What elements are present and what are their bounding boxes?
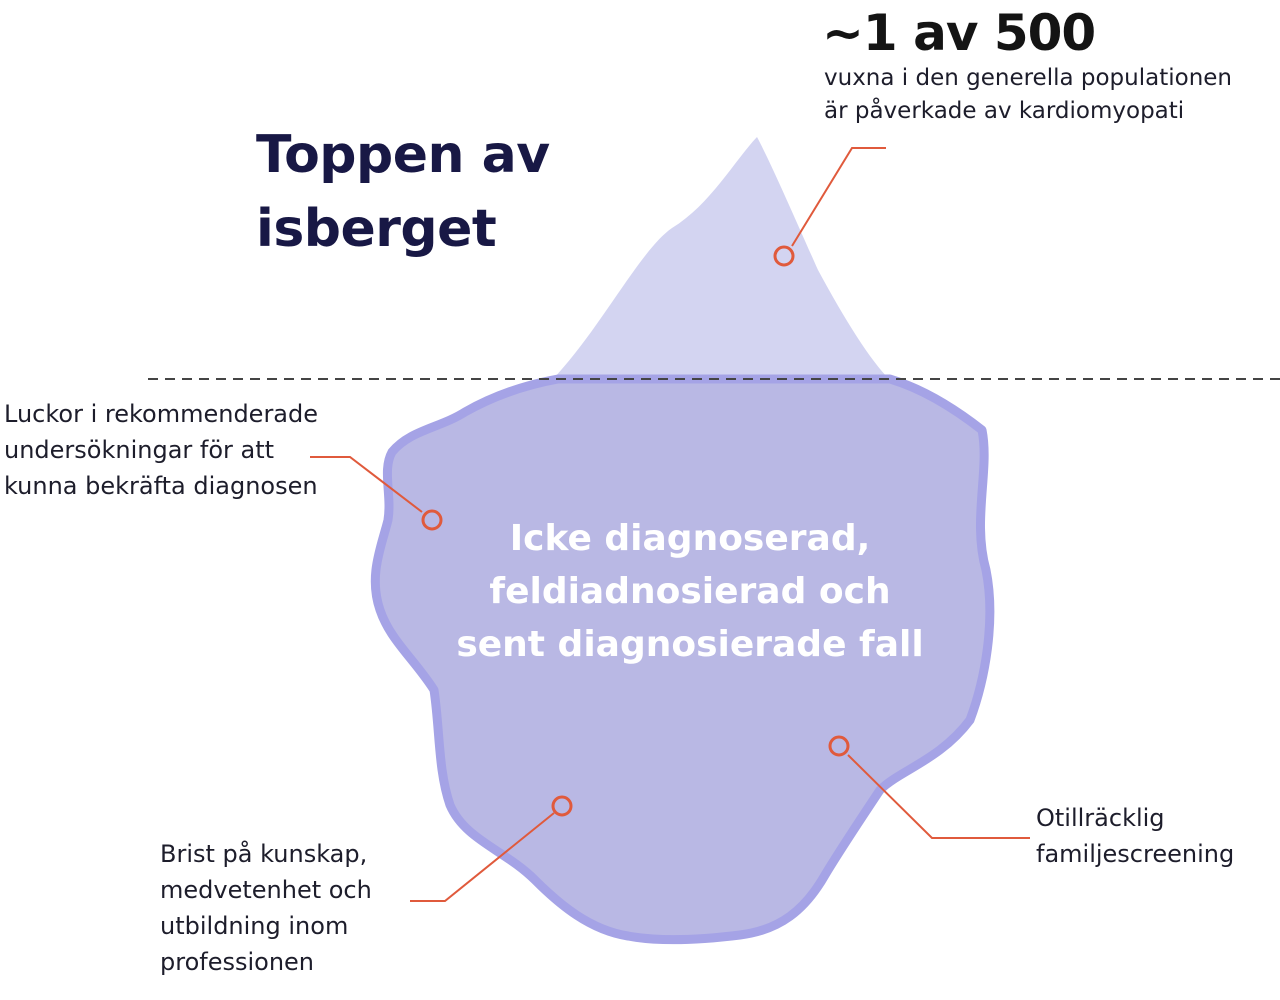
leader-line-knowledge <box>410 812 555 902</box>
title-line-2: isberget <box>256 199 497 259</box>
marker-gaps <box>421 509 443 531</box>
callout-gaps-line-2: undersökningar för att <box>4 436 275 464</box>
marker-screening <box>828 735 850 757</box>
stat-desc-line-1: vuxna i den generella populationen <box>824 65 1233 91</box>
iceberg-underwater-body <box>370 374 995 945</box>
leader-line-screening <box>847 754 1030 839</box>
callout-knowledge-line-2: medvetenhet och <box>160 876 372 904</box>
stat-description: vuxna i den generella populationen är på… <box>824 62 1274 128</box>
leader-line-gaps <box>310 456 423 513</box>
leader-line-stat <box>791 147 886 247</box>
callout-knowledge-line-1: Brist på kunskap, <box>160 840 368 868</box>
iceberg-tip <box>552 137 890 380</box>
callout-family-screening: Otillräcklig familjescreening <box>1036 800 1266 872</box>
underwater-label-line-2: feldiadnosierad och <box>489 571 891 612</box>
callout-screening-line-1: Otillräcklig <box>1036 804 1165 832</box>
underwater-label-line-3: sent diagnosierade fall <box>456 624 924 665</box>
title-line-1: Toppen av <box>256 125 550 185</box>
stat-desc-line-2: är påverkade av kardiomyopati <box>824 98 1185 124</box>
callout-gaps-line-1: Luckor i rekommenderade <box>4 400 319 428</box>
callout-knowledge-line-3: utbildning inom <box>160 912 349 940</box>
diagram-title: Toppen av isberget <box>256 118 586 266</box>
underwater-label: Icke diagnoserad, feldiadnosierad och se… <box>440 512 940 671</box>
callout-screening-line-2: familjescreening <box>1036 840 1235 868</box>
marker-stat <box>773 245 795 267</box>
callout-knowledge-line-4: professionen <box>160 948 315 976</box>
stat-value: ~1 av 500 <box>822 4 1096 62</box>
marker-knowledge <box>551 795 573 817</box>
callout-gaps-line-3: kunna bekräfta diagnosen <box>4 472 318 500</box>
callout-knowledge: Brist på kunskap, medvetenhet och utbild… <box>160 836 400 980</box>
callout-diagnostic-gaps: Luckor i rekommenderade undersökningar f… <box>4 396 354 504</box>
underwater-label-line-1: Icke diagnoserad, <box>509 518 871 559</box>
